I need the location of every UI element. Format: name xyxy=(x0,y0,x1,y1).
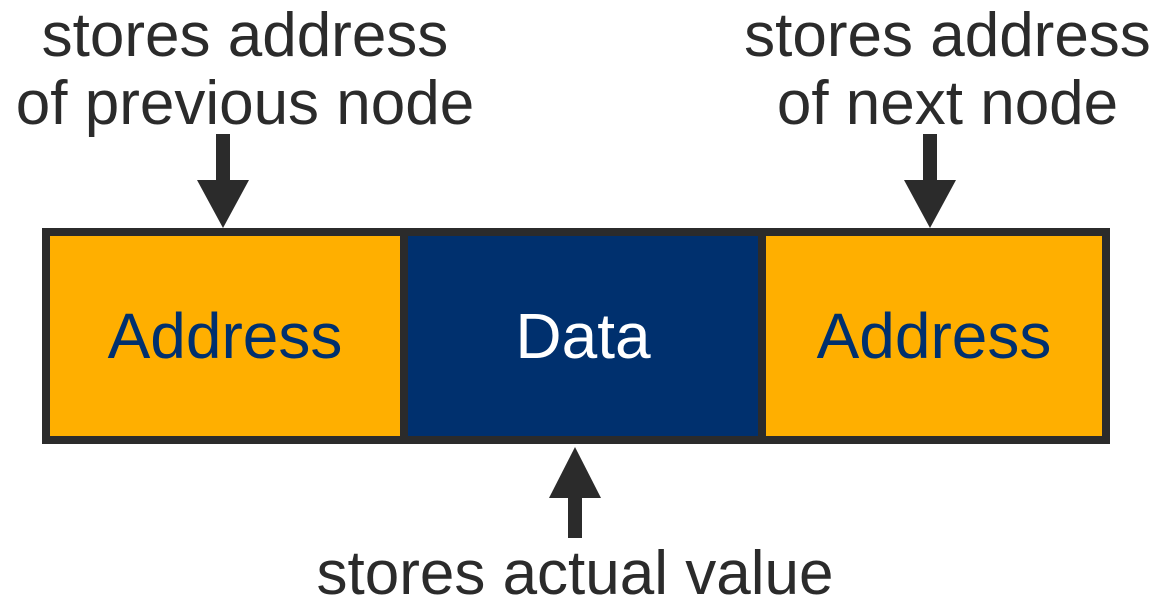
data-text: Data xyxy=(515,300,651,372)
prev-address-text: Address xyxy=(107,300,343,372)
list-node: Address Data Address xyxy=(42,228,1110,444)
previous-pointer-label-line-2: of previous node xyxy=(15,69,475,138)
previous-pointer-label-line-1: stores address xyxy=(41,1,449,70)
next-pointer-label-line-2: of next node xyxy=(776,69,1119,138)
prev-address-cell: Address xyxy=(50,236,400,436)
next-pointer-label: stores address of next node xyxy=(728,2,1167,138)
data-cell: Data xyxy=(408,236,758,436)
arrow-up-icon xyxy=(549,447,601,538)
value-label: stores actual value xyxy=(316,539,834,608)
arrow-down-icon xyxy=(904,134,956,228)
next-pointer-label-line-1: stores address xyxy=(744,1,1151,70)
previous-pointer-label: stores address of previous node xyxy=(0,2,490,138)
next-address-text: Address xyxy=(816,300,1052,372)
arrow-down-icon xyxy=(197,134,249,228)
next-address-cell: Address xyxy=(766,236,1102,436)
